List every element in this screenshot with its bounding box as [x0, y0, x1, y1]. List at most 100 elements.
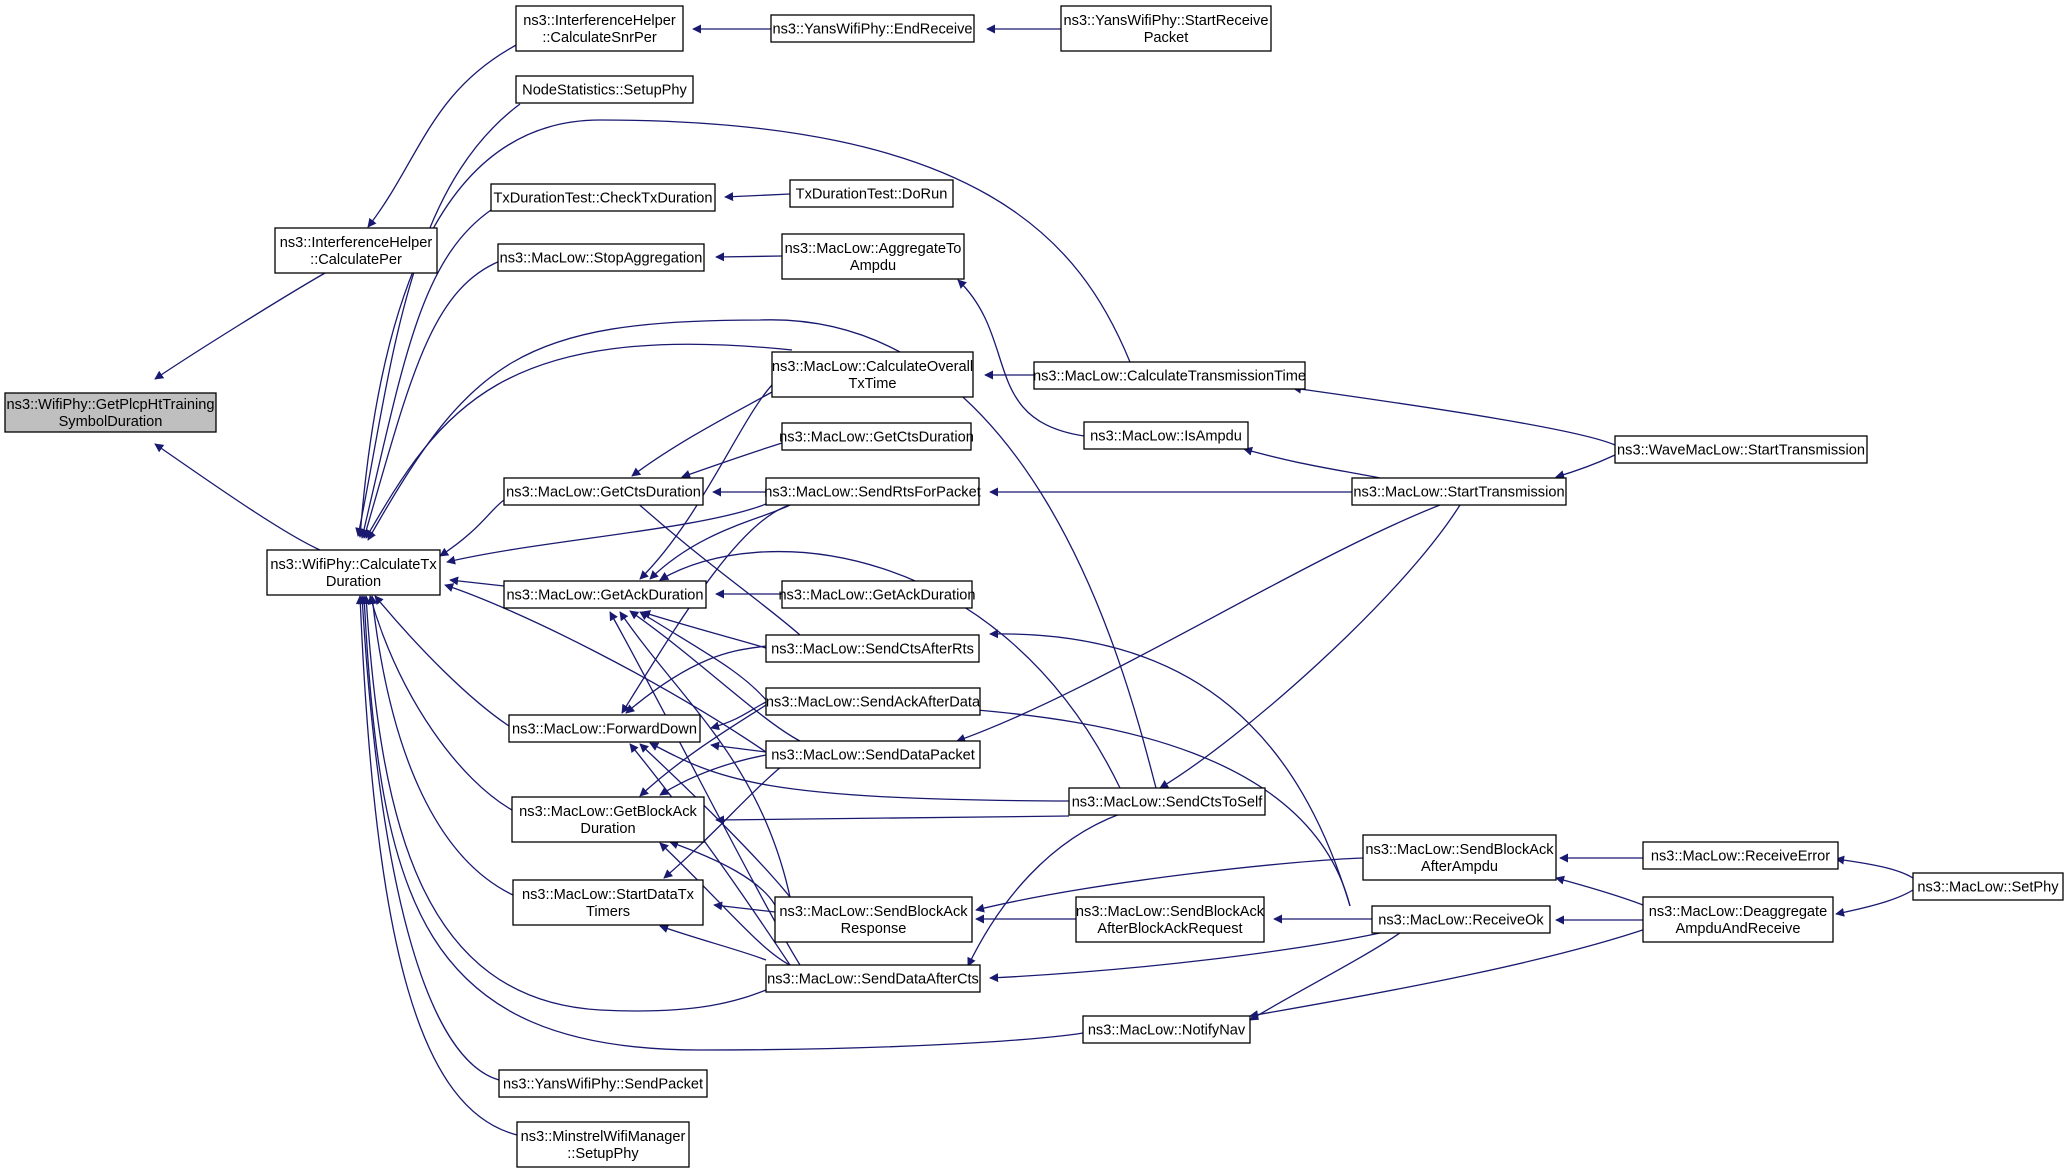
node-label: TxDurationTest::CheckTxDuration	[494, 191, 713, 207]
edge-layer	[154, 24, 1914, 1136]
node-label: ns3::InterferenceHelper	[280, 235, 433, 251]
node-label: ns3::YansWifiPhy::SendPacket	[503, 1077, 703, 1093]
node-label: ns3::MinstrelWifiManager	[521, 1129, 686, 1145]
node-setPhy[interactable]: ns3::MacLow::SetPhy	[1912, 872, 2064, 901]
node-label: ns3::MacLow::CalculateOverall	[772, 359, 973, 375]
node-sendCtsAfterRts[interactable]: ns3::MacLow::SendCtsAfterRts	[765, 634, 980, 663]
node-sendDataAfterCts[interactable]: ns3::MacLow::SendDataAfterCts	[765, 964, 981, 993]
node-box	[1351, 477, 1567, 506]
node-doRun[interactable]: TxDurationTest::DoRun	[789, 179, 954, 208]
node-label: ns3::YansWifiPhy::EndReceive	[772, 22, 972, 38]
node-getAckDur[interactable]: ns3::MacLow::GetAckDuration	[503, 580, 707, 609]
edge-dorun-to-checktx	[724, 192, 791, 202]
node-label: ns3::WifiPhy::CalculateTx	[270, 557, 437, 573]
node-box	[1060, 5, 1272, 52]
node-minstrel[interactable]: ns3::MinstrelWifiManager::SetupPhy	[516, 1121, 690, 1168]
node-label: NodeStatistics::SetupPhy	[522, 83, 687, 99]
edge-wavestart-to-calctranstime	[1292, 384, 1616, 446]
node-sendRts[interactable]: ns3::MacLow::SendRtsForPacket	[764, 477, 981, 506]
edge-sendbaresp-to-forwarddown	[639, 743, 791, 898]
node-receiveOk[interactable]: ns3::MacLow::ReceiveOk	[1371, 905, 1551, 934]
node-label: Duration	[580, 821, 635, 837]
node-box	[1642, 841, 1839, 870]
edge-wavestart-to-starttrans	[1555, 454, 1616, 480]
node-box	[511, 796, 705, 843]
node-root[interactable]: ns3::WifiPhy::GetPlcpHtTrainingSymbolDur…	[4, 392, 217, 433]
node-calcTransTime[interactable]: ns3::MacLow::CalculateTransmissionTime	[1033, 361, 1306, 390]
node-getCtsDur[interactable]: ns3::MacLow::GetCtsDuration	[503, 477, 704, 506]
node-endReceive[interactable]: ns3::YansWifiPhy::EndReceive	[770, 14, 975, 43]
node-label: ns3::MacLow::ReceiveError	[1651, 849, 1830, 865]
node-label: ns3::MacLow::GetBlockAck	[519, 804, 697, 820]
node-getCtsDur2[interactable]: ns3::MacLow::GetCtsDuration	[779, 422, 974, 451]
node-box	[1033, 361, 1306, 390]
node-checkTx[interactable]: TxDurationTest::CheckTxDuration	[490, 183, 716, 212]
node-box	[765, 687, 981, 716]
node-label: AfterBlockAckRequest	[1097, 921, 1242, 937]
node-label: AmpduAndReceive	[1676, 921, 1801, 937]
node-sendCtsToSelf[interactable]: ns3::MacLow::SendCtsToSelf	[1068, 787, 1266, 816]
node-label: ns3::MacLow::SendDataPacket	[771, 748, 975, 764]
node-startTrans[interactable]: ns3::MacLow::StartTransmission	[1351, 477, 1567, 506]
node-label: ns3::MacLow::NotifyNav	[1088, 1023, 1246, 1039]
node-box	[1068, 787, 1266, 816]
edge-calctransmissiontime-to-calctx	[356, 119, 1131, 538]
node-label: ns3::MacLow::StartTransmission	[1353, 485, 1564, 501]
node-label: TxDurationTest::DoRun	[796, 187, 948, 203]
edge-sendctstoself-to-senddataaftercts	[967, 813, 1121, 967]
node-label: ns3::MacLow::SendBlockAck	[1076, 904, 1265, 920]
node-box	[781, 233, 965, 280]
node-notifyNav[interactable]: ns3::MacLow::NotifyNav	[1082, 1015, 1251, 1044]
node-label: Duration	[326, 574, 381, 590]
node-label: ns3::MacLow::Deaggregate	[1649, 904, 1827, 920]
node-box	[771, 351, 974, 398]
edge-setphy-to-deaggregate	[1835, 889, 1914, 917]
node-sendDataPacket[interactable]: ns3::MacLow::SendDataPacket	[765, 740, 981, 769]
node-isAmpdu[interactable]: ns3::MacLow::IsAmpdu	[1083, 421, 1249, 450]
node-box	[508, 714, 701, 743]
edge-getblockackdur-to-calctx	[367, 595, 513, 811]
edge-senddataaftercts-to-calctx	[362, 595, 767, 1012]
node-box	[512, 879, 704, 926]
node-label: ns3::WifiPhy::GetPlcpHtTraining	[7, 397, 215, 413]
edge-sendctsafterrts-to-getackdur	[641, 610, 767, 649]
node-sendAckAfterData[interactable]: ns3::MacLow::SendAckAfterData	[765, 687, 981, 716]
node-box	[765, 477, 980, 506]
node-label: ns3::MacLow::GetAckDuration	[778, 588, 975, 604]
node-yansSendPacket[interactable]: ns3::YansWifiPhy::SendPacket	[498, 1069, 708, 1098]
edge-sendackafterdata-to-forwarddown	[710, 701, 767, 731]
edge-minstrel-to-calctx	[355, 595, 518, 1136]
node-receiveError[interactable]: ns3::MacLow::ReceiveError	[1642, 841, 1839, 870]
node-forwardDown[interactable]: ns3::MacLow::ForwardDown	[508, 714, 701, 743]
edge-sendbaresp-to-getackdur	[619, 611, 791, 898]
edge-deaggregate-to-sendbaafterampdu	[1555, 875, 1644, 906]
edge-sendbaresp-to-startdatatx	[713, 901, 776, 913]
node-label: ns3::MacLow::SendBlockAck	[1365, 842, 1554, 858]
node-box	[266, 549, 441, 596]
node-waveStart[interactable]: ns3::WaveMacLow::StartTransmission	[1614, 435, 1868, 464]
node-getAckDur2[interactable]: ns3::MacLow::GetAckDuration	[778, 580, 976, 609]
node-stopAgg[interactable]: ns3::MacLow::StopAggregation	[497, 243, 705, 272]
node-calcSnrPer[interactable]: ns3::InterferenceHelper::CalculateSnrPer	[515, 5, 684, 52]
node-box	[781, 422, 972, 451]
edge-sendrts-to-calctx	[446, 503, 767, 565]
node-box	[781, 580, 973, 609]
node-label: ns3::MacLow::SendCtsAfterRts	[771, 642, 974, 658]
edge-starttrans-to-senddatapacket	[956, 504, 1441, 743]
node-calcPer[interactable]: ns3::InterferenceHelper::CalculatePer	[274, 227, 438, 274]
node-sendBAAfterBAR[interactable]: ns3::MacLow::SendBlockAckAfterBlockAckRe…	[1075, 896, 1265, 943]
node-label: ns3::InterferenceHelper	[523, 13, 676, 29]
edge-calcsnrper-to-calcper	[367, 42, 521, 228]
node-box	[515, 75, 694, 104]
node-nodeStats[interactable]: NodeStatistics::SetupPhy	[515, 75, 694, 104]
